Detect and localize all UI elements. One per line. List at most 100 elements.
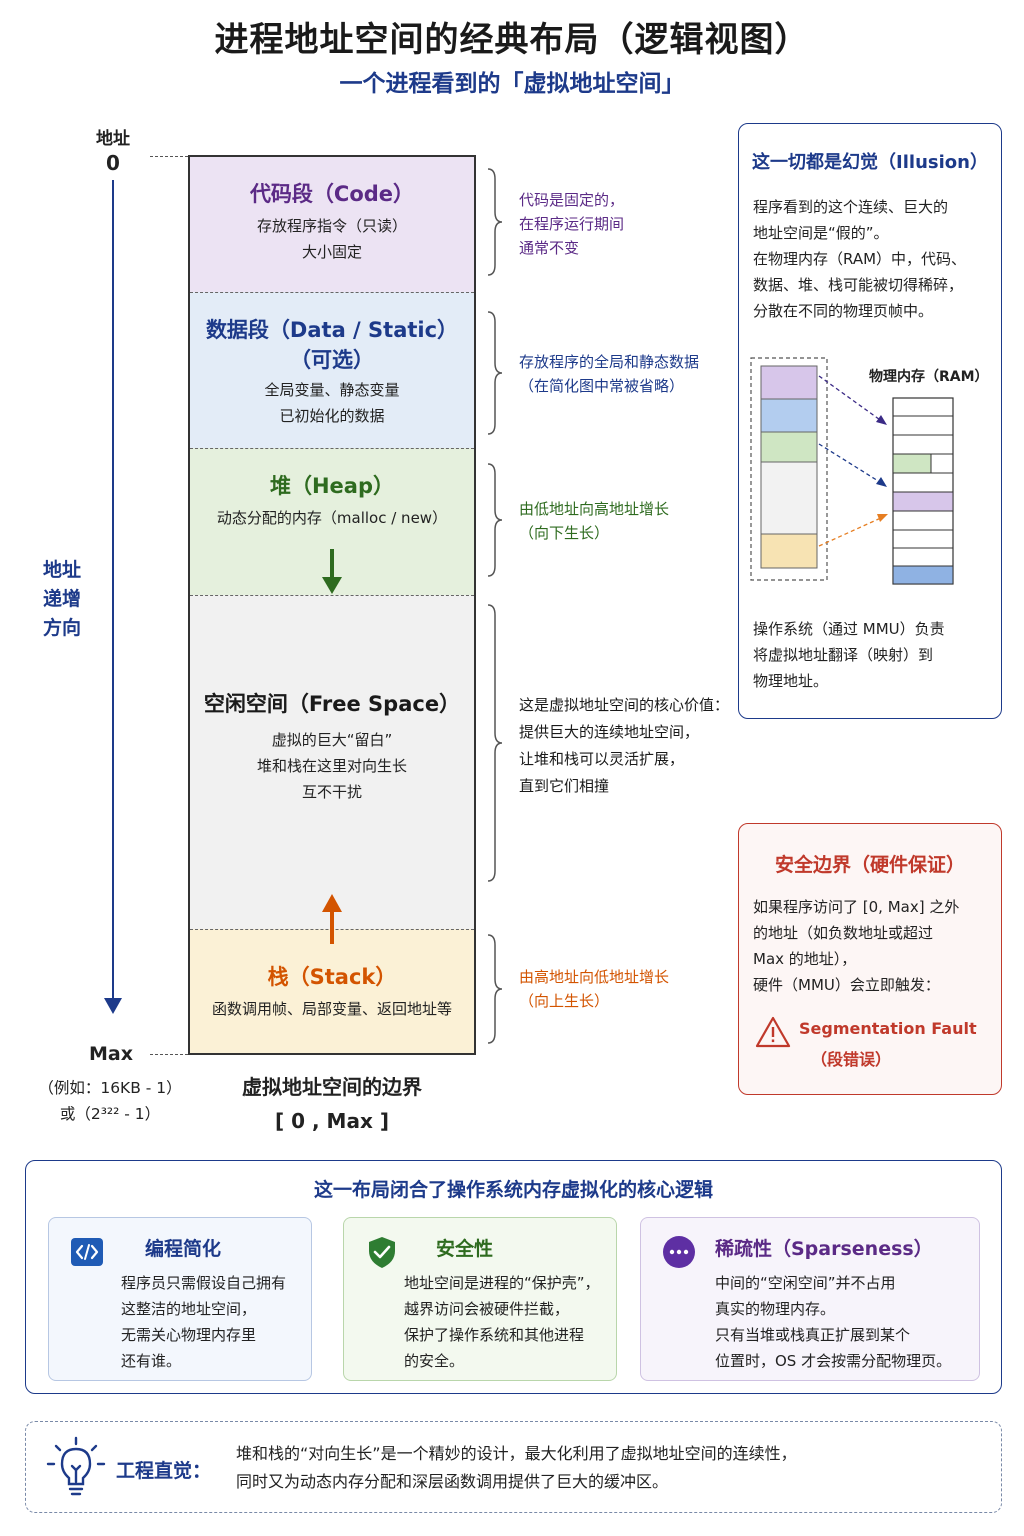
brace-stack-icon	[487, 934, 503, 1044]
lightbulb-icon	[46, 1436, 106, 1496]
segfault-label-cn: （段错误）	[811, 1050, 892, 1069]
virtual-block-free	[760, 461, 818, 535]
illusion-line: 将虚拟地址翻译（映射）到	[753, 646, 934, 664]
segment-code-line: 存放程序指令（只读）	[256, 217, 407, 235]
note-line: （向上生长）	[519, 992, 610, 1010]
card-line: 程序员只需假设自己拥有	[121, 1274, 287, 1292]
card-body: 地址空间是进程的“保护壳”， 越界访问会被硬件拦截， 保护了操作系统和其他进程 …	[404, 1270, 600, 1374]
illusion-line: 地址空间是“假的”。	[753, 224, 889, 242]
security-line: 如果程序访问了 [0, Max] 之外	[753, 898, 960, 916]
stack-grow-arrow-icon	[322, 894, 342, 944]
axis-max-note-2: 或（2³²² - 1）	[59, 1105, 161, 1123]
card-line: 地址空间是进程的“保护壳”，	[404, 1274, 600, 1292]
card-sparseness: 稀疏性（Sparseness） 中间的“空闲空间”并不占用 真实的物理内存。 只…	[640, 1217, 980, 1381]
segment-data-title: 数据段（Data / Static）	[205, 318, 459, 342]
illusion-line: 在物理内存（RAM）中，代码、	[753, 250, 967, 268]
virtual-block-code	[760, 365, 818, 400]
axis-direction-label: 地址 递增 方向	[36, 556, 88, 643]
segment-data-line: 全局变量、静态变量	[264, 381, 400, 399]
axis-direction-line: 递增	[42, 588, 81, 610]
virtual-block-data	[760, 398, 818, 433]
illusion-line: 物理地址。	[753, 672, 829, 690]
security-text: 如果程序访问了 [0, Max] 之外 的地址（如负数地址或超过 Max 的地址…	[753, 894, 995, 998]
map-arrow-code	[818, 375, 884, 423]
axis-line	[112, 180, 114, 1002]
card-line: 位置时，OS 才会按需分配物理页。	[715, 1352, 952, 1370]
axis-max-label: Max	[89, 1043, 133, 1065]
note-line: （在简化图中常被省略）	[519, 377, 685, 395]
illusion-line: 分散在不同的物理页帧中。	[753, 302, 934, 320]
segment-heap-title: 堆（Heap）	[269, 474, 395, 498]
security-line: Max 的地址），	[753, 950, 857, 968]
note-line: 由低地址向高地址增长	[519, 500, 670, 518]
code-icon	[71, 1238, 103, 1266]
tip-line: 同时又为动态内存分配和深层函数调用提供了巨大的缓冲区。	[236, 1472, 669, 1491]
segment-code: 代码段（Code） 存放程序指令（只读） 大小固定	[190, 157, 474, 292]
shield-check-icon	[369, 1237, 395, 1268]
note-line: 直到它们相撞	[519, 777, 610, 795]
security-line: 的地址（如负数地址或超过	[753, 924, 934, 942]
segment-code-title: 代码段（Code）	[249, 182, 415, 206]
illusion-panel: 这一切都是幻觉（Illusion） 程序看到的这个连续、巨大的 地址空间是“假的…	[738, 123, 1002, 719]
card-line: 的安全。	[404, 1352, 465, 1370]
axis-top-text: 地址	[96, 129, 130, 149]
security-panel: 安全边界（硬件保证） 如果程序访问了 [0, Max] 之外 的地址（如负数地址…	[738, 823, 1002, 1095]
segment-stack-title: 栈（Stack）	[267, 965, 397, 989]
card-line: 越界访问会被硬件拦截，	[404, 1300, 570, 1318]
segment-free-space: 空闲空间（Free Space） 虚拟的巨大“留白” 堆和栈在这里对向生长 互不…	[190, 595, 474, 929]
segment-code-line: 大小固定	[301, 243, 362, 261]
card-title: 稀疏性（Sparseness）	[715, 1238, 933, 1260]
brace-heap-icon	[487, 463, 503, 577]
note-heap: 由低地址向高地址增长 （向下生长）	[519, 497, 669, 545]
illusion-text-mmu: 操作系统（通过 MMU）负责 将虚拟地址翻译（映射）到 物理地址。	[753, 616, 993, 694]
brace-code-icon	[487, 168, 503, 276]
segment-heap-line: 动态分配的内存（malloc / new）	[216, 509, 448, 527]
illusion-title: 这一切都是幻觉（Illusion）	[752, 152, 988, 173]
virtual-block-stack	[760, 533, 818, 569]
segfault-label: Segmentation Fault	[799, 1019, 977, 1038]
tip-label: 工程直觉：	[116, 1460, 212, 1482]
card-line: 无需关心物理内存里	[121, 1326, 257, 1344]
axis-top-leader	[150, 156, 188, 157]
brace-data-icon	[487, 311, 503, 435]
note-line: 提供巨大的连续地址空间，	[519, 723, 700, 741]
warning-icon	[755, 1016, 791, 1048]
axis-arrow-head	[104, 998, 122, 1014]
virtual-to-physical-mapping-diagram	[750, 357, 954, 585]
segment-stack: 栈（Stack） 函数调用帧、局部变量、返回地址等	[190, 894, 474, 1053]
card-body: 中间的“空闲空间”并不占用 真实的物理内存。 只有当堆或栈真正扩展到某个 位置时…	[715, 1270, 951, 1374]
column-caption-line1: 虚拟地址空间的边界	[242, 1075, 422, 1099]
card-programming: 编程简化 程序员只需假设自己拥有 这整洁的地址空间， 无需关心物理内存里 还有谁…	[48, 1217, 312, 1381]
illusion-text: 程序看到的这个连续、巨大的 地址空间是“假的”。 在物理内存（RAM）中，代码、…	[753, 194, 993, 324]
card-line: 还有谁。	[121, 1352, 182, 1370]
segment-free-title: 空闲空间（Free Space）	[203, 692, 461, 716]
segment-stack-line: 函数调用帧、局部变量、返回地址等	[211, 1000, 452, 1018]
axis-max-note: （例如：16KB - 1） 或（2³²² - 1）	[30, 1075, 190, 1127]
illusion-line: 数据、堆、栈可能被切得稀碎，	[753, 276, 964, 294]
axis-direction-line: 方向	[42, 617, 81, 639]
virtual-column-outline	[750, 357, 828, 581]
security-title: 安全边界（硬件保证）	[774, 854, 965, 876]
card-line: 只有当堆或栈真正扩展到某个	[715, 1326, 911, 1344]
note-line: 存放程序的全局和静态数据	[519, 353, 700, 371]
page-subtitle: 一个进程看到的「虚拟地址空间」	[339, 71, 685, 97]
segment-heap: 堆（Heap） 动态分配的内存（malloc / new）	[190, 448, 474, 595]
note-line: （向下生长）	[519, 524, 610, 542]
note-line: 在程序运行期间	[519, 215, 625, 233]
engineering-tip-panel: 工程直觉： 堆和栈的“对向生长”是一个精妙的设计，最大化利用了虚拟地址空间的连续…	[25, 1421, 1002, 1513]
card-title: 编程简化	[145, 1238, 222, 1260]
virtual-block-heap	[760, 431, 818, 463]
note-line: 由高地址向低地址增长	[519, 968, 670, 986]
card-security: 安全性 地址空间是进程的“保护壳”， 越界访问会被硬件拦截， 保护了操作系统和其…	[343, 1217, 617, 1381]
note-line: 这是虚拟地址空间的核心价值：	[519, 696, 730, 714]
summary-title: 这一布局闭合了操作系统内存虚拟化的核心逻辑	[313, 1179, 713, 1201]
axis-top-label: 地址 0	[80, 127, 146, 175]
tip-line: 堆和栈的“对向生长”是一个精妙的设计，最大化利用了虚拟地址空间的连续性，	[236, 1444, 797, 1463]
segment-data-subtitle: （可选）	[290, 348, 374, 372]
note-line: 通常不变	[519, 239, 580, 257]
card-body: 程序员只需假设自己拥有 这整洁的地址空间， 无需关心物理内存里 还有谁。	[121, 1270, 286, 1374]
map-arrow-stack	[818, 516, 884, 547]
security-line: 硬件（MMU）会立即触发：	[753, 976, 940, 994]
card-line: 保护了操作系统和其他进程	[404, 1326, 585, 1344]
illusion-line: 程序看到的这个连续、巨大的	[753, 198, 949, 216]
